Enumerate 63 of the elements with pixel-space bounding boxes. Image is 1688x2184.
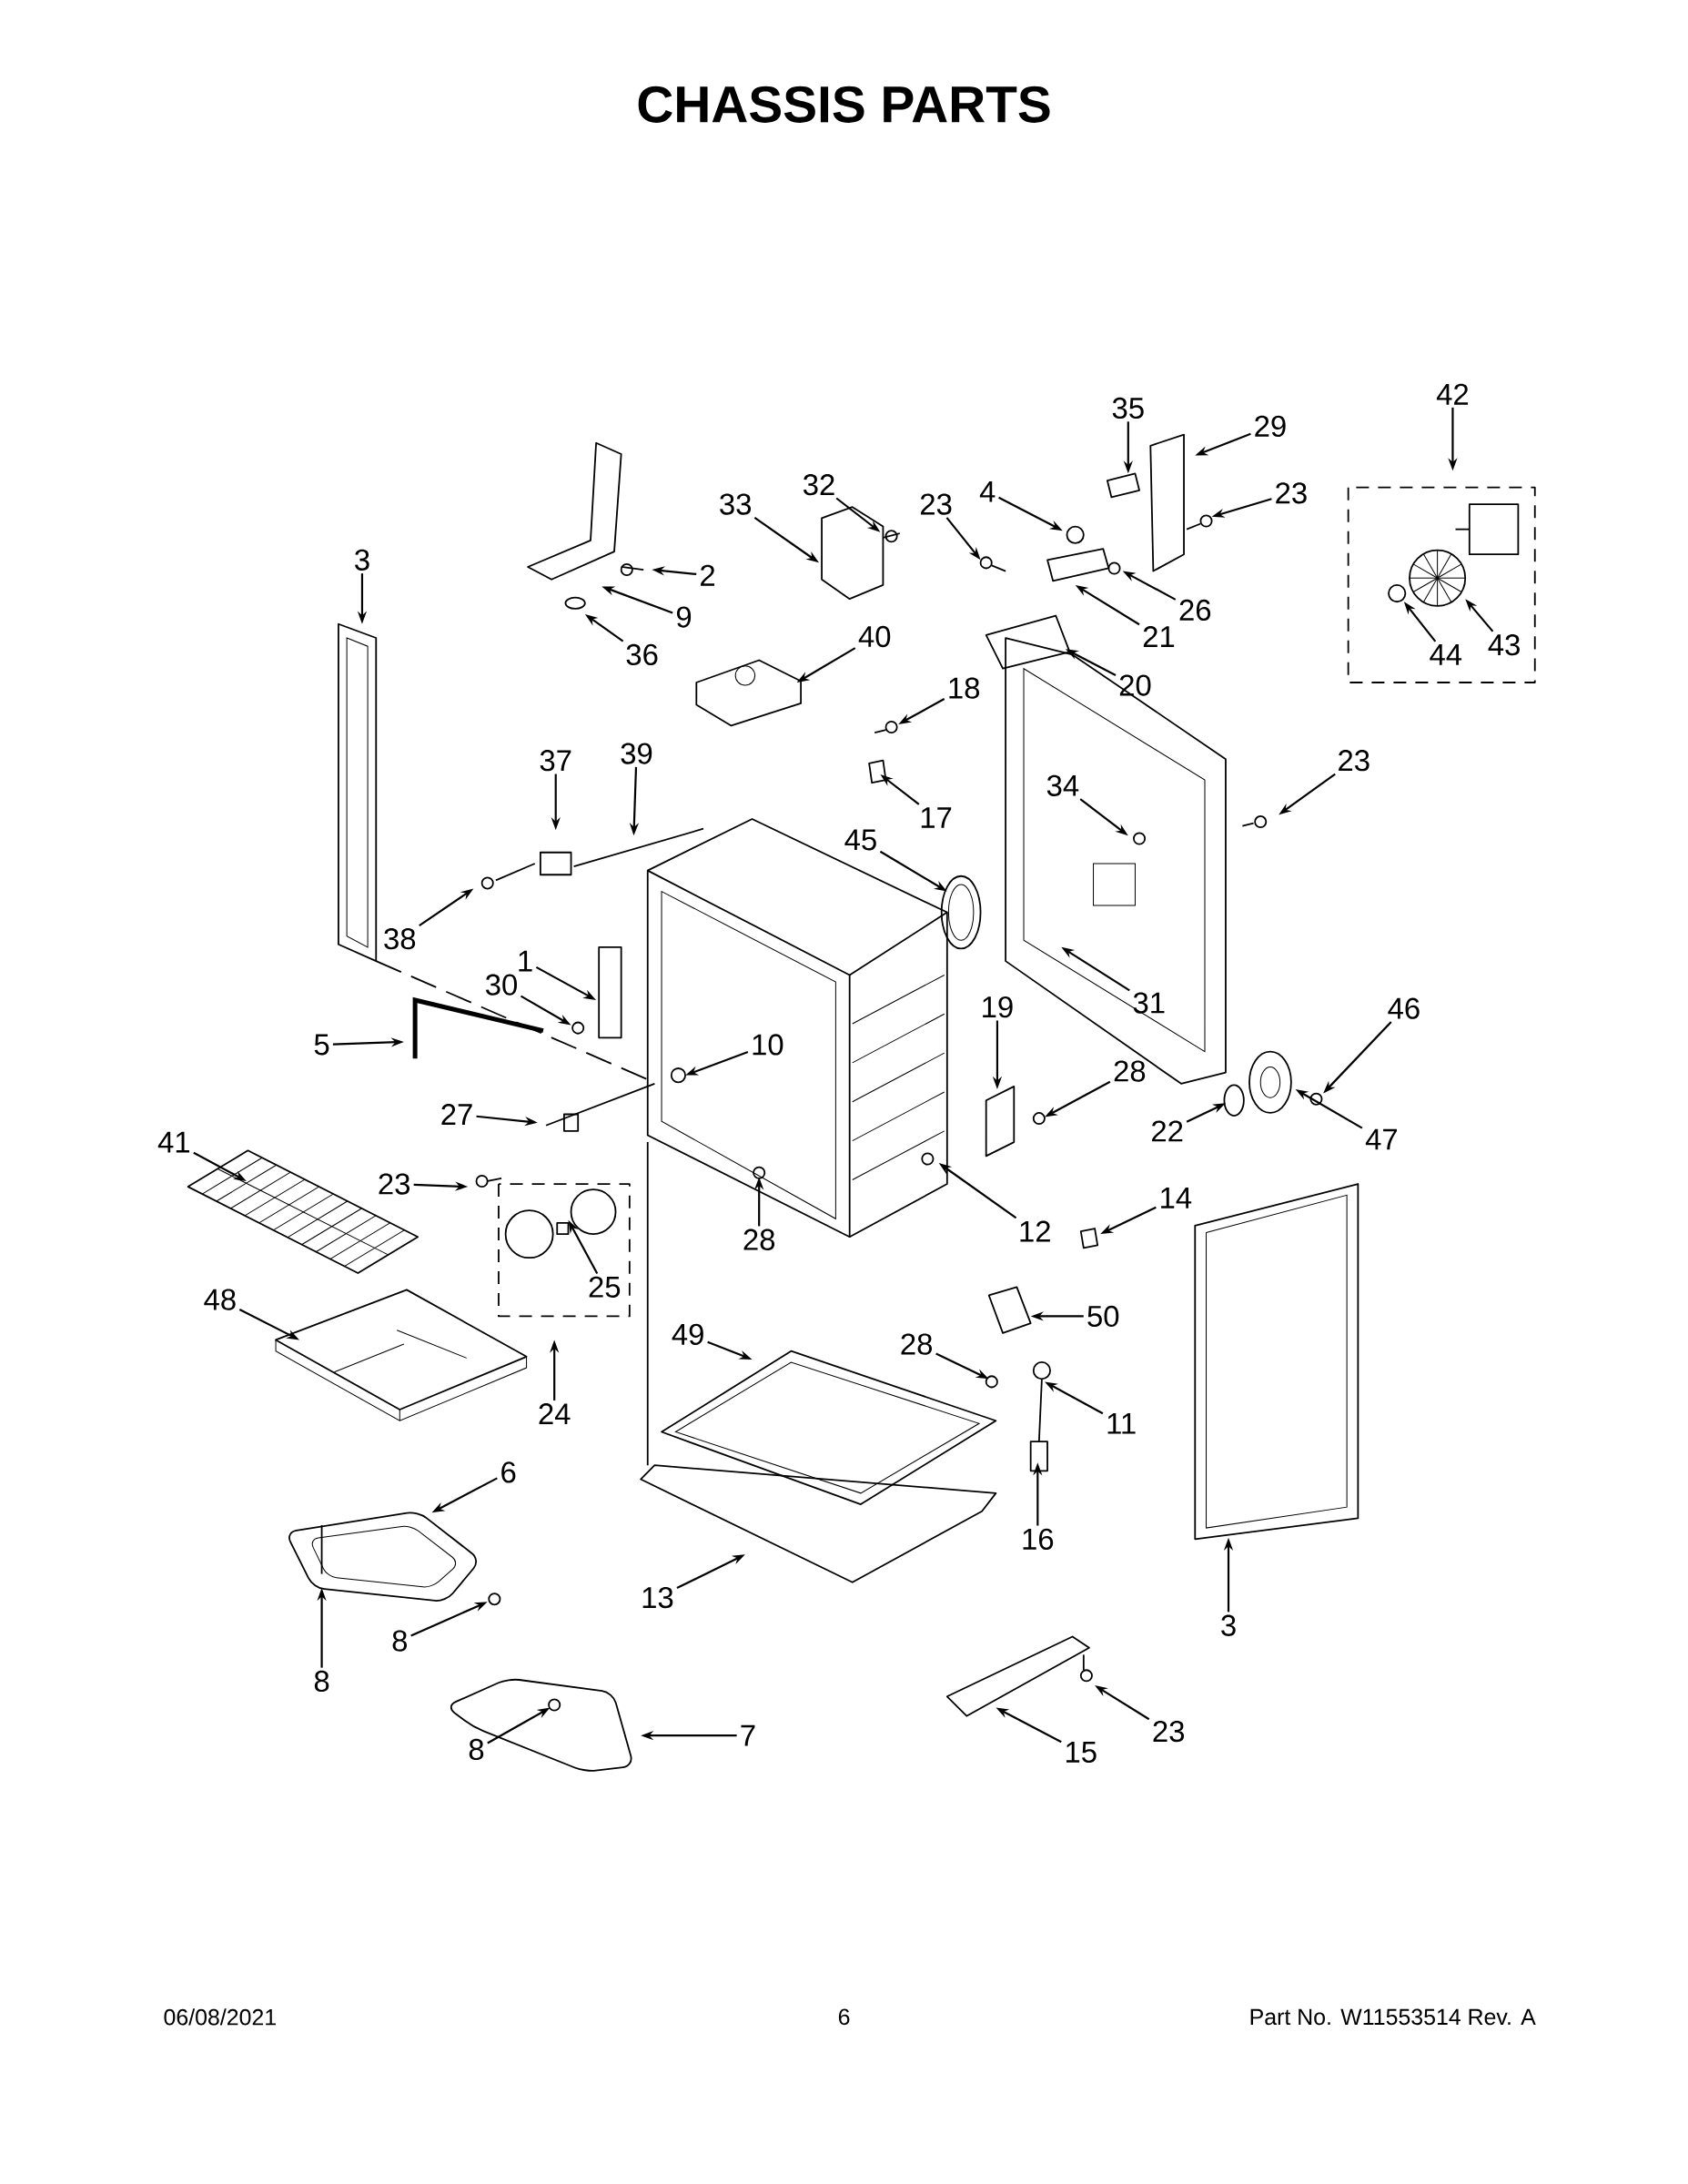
title: CHASSIS PARTS (638, 86, 1050, 123)
callout-number: 35 (1112, 397, 1144, 420)
callout-number: 18 (949, 677, 979, 699)
callout-number: 32 (803, 474, 834, 496)
callout-number: 24 (539, 1403, 571, 1425)
callout-number: 2 (701, 564, 714, 586)
callout-number: 30 (485, 974, 517, 996)
callout-number: 41 (157, 1131, 189, 1153)
callout-number: 47 (1365, 1128, 1397, 1150)
callout-number: 23 (1276, 482, 1307, 504)
callout-number: 19 (983, 996, 1013, 1018)
callout-number: 12 (1020, 1220, 1050, 1242)
callout-number: 39 (621, 743, 652, 764)
callout-number: 36 (626, 643, 658, 666)
callout-number: 22 (1152, 1120, 1183, 1142)
callout-number: 3 (1221, 1614, 1236, 1636)
callout-number: 14 (1161, 1188, 1192, 1208)
callout-number: 25 (589, 1276, 621, 1298)
footer-text: Part No. W11553514 Rev. A (1250, 2008, 1536, 2026)
callout-number: 26 (1179, 599, 1211, 622)
callout-number: 29 (1255, 415, 1286, 437)
callout-number: 42 (1436, 383, 1468, 405)
callout-number: 8 (469, 1738, 484, 1761)
callout-number: 38 (384, 928, 416, 950)
callout-number: 9 (676, 606, 692, 628)
footer-text: 06/08/2021 (164, 2008, 276, 2026)
callout-number: 46 (1388, 997, 1420, 1019)
callout-number: 8 (392, 1630, 407, 1652)
callout-number: 31 (1133, 992, 1165, 1014)
callout-number: 45 (844, 829, 876, 851)
callout-number: 28 (743, 1228, 774, 1250)
callout-number: 40 (858, 625, 891, 648)
callout-number: 11 (1107, 1413, 1136, 1434)
callout-number: 5 (314, 1034, 329, 1056)
callout-number: 33 (720, 493, 751, 515)
callout-number: 48 (204, 1289, 236, 1310)
callout-number: 15 (1066, 1742, 1097, 1763)
callout-number: 6 (501, 1461, 516, 1483)
callout-number: 4 (979, 481, 996, 502)
callout-number: 49 (672, 1323, 703, 1345)
callout-number: 27 (441, 1104, 472, 1125)
callout-number: 3 (355, 549, 369, 571)
callout-number: 28 (901, 1333, 932, 1355)
callout-number: 43 (1488, 634, 1520, 656)
callout-number: 17 (921, 807, 952, 828)
callout-number: 16 (1023, 1528, 1054, 1550)
callout-number: 44 (1430, 644, 1462, 665)
callout-number: 23 (1153, 1720, 1184, 1743)
callout-number: 8 (314, 1670, 329, 1693)
callout-number: 50 (1087, 1305, 1119, 1328)
callout-number: 23 (1339, 750, 1370, 772)
callout-number: 1 (519, 950, 532, 972)
callout-number: 20 (1119, 674, 1151, 696)
callout-number: 7 (741, 1724, 755, 1746)
callout-number: 34 (1046, 774, 1079, 796)
callout-number: 21 (1143, 626, 1175, 647)
callout-number: 28 (1114, 1060, 1146, 1082)
footer-text: 6 (838, 2008, 850, 2026)
callout-number: 10 (753, 1034, 783, 1056)
callout-number: 13 (642, 1587, 673, 1609)
callout-number: 37 (540, 750, 571, 772)
callout-number: 23 (379, 1173, 409, 1195)
callout-number: 23 (920, 493, 952, 515)
